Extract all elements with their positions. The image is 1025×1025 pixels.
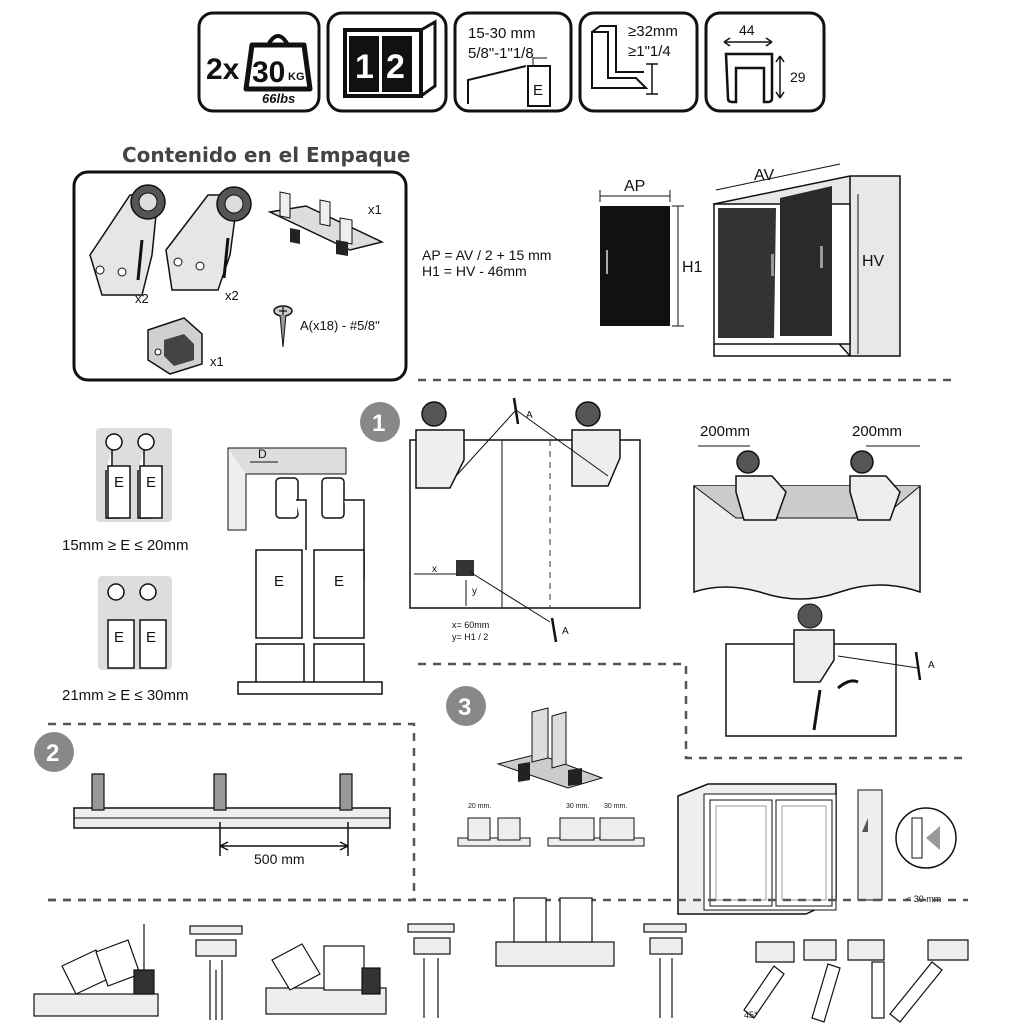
hanger-detail: A: [725, 603, 935, 737]
gap-20: 20 mm.: [468, 803, 491, 810]
formula-h1: H1 = HV - 46mm: [422, 263, 527, 279]
floor-guide-icon: [267, 191, 385, 256]
e-label: E: [146, 474, 156, 491]
x-label: x: [432, 564, 437, 575]
doors-badge: 1 2: [326, 11, 448, 113]
overlap-mm: ≥32mm: [628, 23, 678, 40]
hanger-bracket-icon: [89, 184, 166, 296]
x-value: x= 60mm: [452, 620, 489, 630]
door-number-2: 2: [386, 48, 405, 86]
floor-guide-detail: [496, 707, 604, 789]
a-label: A: [928, 660, 935, 671]
spacing-left: 200mm: [700, 423, 750, 440]
profile-badge: 44 29: [704, 11, 826, 113]
hanger-left-qty: x2: [135, 291, 149, 306]
gap-30-b: 30 mm.: [604, 803, 627, 810]
capacity-badge: 2x 30 KG 66lbs: [197, 11, 321, 113]
step-3-number: 3: [458, 694, 471, 721]
av-label: AV: [754, 167, 774, 184]
stopper-qty: x1: [210, 354, 224, 369]
screw-qty: A(x18) - #5/8": [300, 318, 380, 333]
screw-icon: [91, 773, 353, 811]
e-label: E: [114, 629, 124, 646]
package-contents: Contenido en el Empaque x2 x2: [72, 143, 410, 382]
rail: 500 mm: [73, 773, 391, 867]
step-1-badge: 1: [360, 402, 400, 442]
overlap-badge: ≥32mm ≥1"1/4: [578, 11, 699, 113]
range-1-label: 15mm ≥ E ≤ 20mm: [62, 537, 189, 554]
a-label: A: [526, 410, 533, 421]
spacing-right: 200mm: [852, 423, 902, 440]
h1-label: H1: [682, 259, 703, 276]
hanger-right-qty: x2: [225, 288, 239, 303]
capacity-lbs: 66lbs: [262, 91, 295, 106]
step-1-door-panel: A x y A x= 60mm y= H1 / 2: [409, 397, 641, 643]
thickness-mm: 15-30 mm: [468, 25, 536, 42]
y-value: y= H1 / 2: [452, 632, 488, 642]
capacity-weight: 30: [252, 56, 285, 89]
section-view: D E E: [227, 447, 383, 695]
gap-detail: < 30 mm: [857, 789, 957, 904]
screw-icon: [914, 651, 922, 681]
profile-width: 44: [739, 22, 755, 38]
range-2-label: 21mm ≥ E ≤ 30mm: [62, 687, 189, 704]
capacity-count: 2x: [206, 53, 240, 86]
step-1-number: 1: [372, 410, 385, 437]
step-2-badge: 2: [34, 732, 74, 772]
hanger-spacing: 200mm 200mm: [693, 423, 921, 600]
overlap-inch: ≥1"1/4: [628, 43, 671, 60]
install-sequence: [33, 897, 969, 1023]
e-label: E: [334, 573, 344, 590]
cabinet-sketch: AV HV: [712, 163, 901, 357]
door-stopper-icon: [147, 317, 203, 375]
capacity-unit: KG: [288, 71, 305, 83]
package-title: Contenido en el Empaque: [122, 143, 410, 167]
thickness-range-2: E E: [98, 576, 172, 670]
step-2-number: 2: [46, 740, 59, 767]
angle-label: 45°: [744, 1010, 758, 1020]
hv-label: HV: [862, 253, 885, 270]
e-label: E: [146, 629, 156, 646]
hanger-bracket-icon: [165, 186, 252, 291]
ap-label: AP: [624, 178, 645, 195]
gap-30-a: 30 mm.: [566, 803, 589, 810]
thickness-e: E: [533, 82, 543, 99]
screw-icon: [550, 617, 558, 643]
y-label: y: [472, 586, 477, 597]
e-label: E: [274, 573, 284, 590]
d-label: D: [258, 447, 267, 461]
thickness-range-1: E E: [96, 428, 172, 522]
installed-cabinet: [677, 783, 837, 915]
door-number-1: 1: [355, 48, 374, 86]
profile-height: 29: [790, 69, 806, 85]
e-label: E: [114, 474, 124, 491]
formula-ap: AP = AV / 2 + 15 mm: [422, 247, 551, 263]
thickness-inch: 5/8"-1"1/8: [468, 45, 534, 62]
screw-icon: [273, 305, 293, 348]
guide-gap-diagrams: 20 mm. 30 mm. 30 mm.: [457, 803, 645, 847]
screw-icon: [512, 397, 520, 425]
door-dimensions: AP H1: [599, 178, 703, 327]
step-3-badge: 3: [446, 686, 486, 726]
thickness-badge: 15-30 mm 5/8"-1"1/8 E: [453, 11, 573, 113]
a-label: A: [562, 626, 569, 637]
rail-spacing: 500 mm: [254, 851, 305, 867]
guide-qty: x1: [368, 202, 382, 217]
